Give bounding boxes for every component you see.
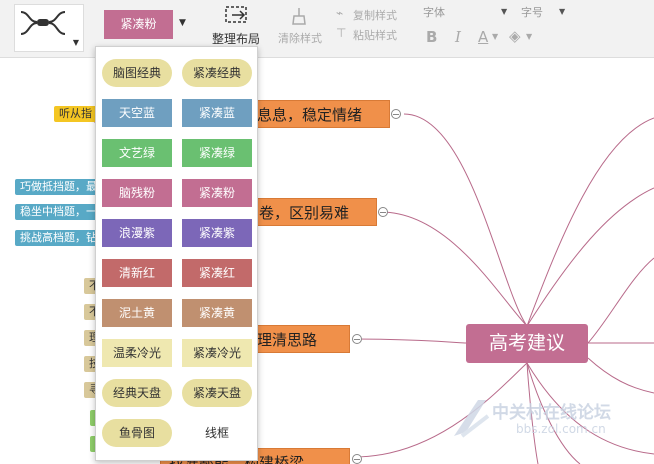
theme-option[interactable]: 泥土黄: [102, 299, 172, 327]
theme-option[interactable]: 紧凑紫: [182, 219, 252, 247]
leaf-tag[interactable]: 寻: [84, 382, 100, 398]
theme-option[interactable]: 浪漫紫: [102, 219, 172, 247]
theme-option[interactable]: 紧凑红: [182, 259, 252, 287]
paste-style-button[interactable]: 粘贴样式: [353, 29, 397, 42]
leaf-tag[interactable]: [90, 410, 98, 426]
watermark-title: 中关村在线论坛: [492, 403, 611, 423]
leaf-tag[interactable]: 巧做抵挡题，最: [15, 179, 97, 195]
theme-option[interactable]: 线框: [182, 419, 252, 447]
clear-style-button[interactable]: 清除样式: [278, 32, 322, 45]
theme-option[interactable]: 脑图经典: [102, 59, 172, 87]
theme-option[interactable]: 紧凑绿: [182, 139, 252, 167]
site-watermark: 中关村在线论坛 bbs.zol.com.cn: [448, 392, 648, 452]
chevron-down-icon[interactable]: ▼: [526, 32, 533, 41]
branch-node[interactable]: 理清思路: [250, 325, 350, 353]
background-color-icon[interactable]: ◈: [509, 27, 521, 45]
arrange-layout-button[interactable]: 整理布局: [212, 32, 261, 46]
theme-option[interactable]: 紧凑粉: [182, 179, 252, 207]
theme-option[interactable]: 清新红: [102, 259, 172, 287]
leaf-tag[interactable]: 技: [84, 356, 100, 372]
font-family-placeholder: 字体: [423, 6, 445, 19]
copy-style-button[interactable]: 复制样式: [353, 9, 397, 22]
collapse-toggle[interactable]: [378, 207, 388, 217]
leaf-tag[interactable]: 听从指: [54, 106, 98, 122]
font-size-placeholder: 字号: [521, 6, 543, 19]
copy-style-icon: ⌁: [336, 6, 344, 20]
leaf-tag[interactable]: 不: [84, 278, 100, 294]
leaf-tag[interactable]: 不: [84, 304, 100, 320]
font-family-select[interactable]: 字体 ▼: [423, 4, 513, 20]
theme-option[interactable]: 经典天盘: [102, 379, 172, 407]
font-color-button[interactable]: A: [478, 28, 489, 46]
watermark-url: bbs.zol.com.cn: [516, 422, 606, 436]
collapse-toggle[interactable]: [391, 109, 401, 119]
paste-style-icon: ⊤: [336, 26, 347, 40]
theme-option[interactable]: 紧凑黄: [182, 299, 252, 327]
theme-dropdown-menu: 脑图经典紧凑经典天空蓝紧凑蓝文艺绿紧凑绿脑残粉紧凑粉浪漫紫紧凑紫清新红紧凑红泥土…: [95, 46, 258, 461]
layout-structure-button[interactable]: ▼: [14, 4, 84, 52]
clear-style-icon: [292, 8, 306, 25]
chevron-down-icon: ▼: [72, 38, 79, 47]
theme-option[interactable]: 紧凑蓝: [182, 99, 252, 127]
theme-option[interactable]: 温柔冷光: [102, 339, 172, 367]
theme-option[interactable]: 紧凑冷光: [182, 339, 252, 367]
chevron-down-icon[interactable]: ▼: [492, 32, 499, 41]
theme-dropdown-chevron-icon[interactable]: ▼: [179, 18, 186, 28]
theme-option[interactable]: 天空蓝: [102, 99, 172, 127]
branch-node[interactable]: 息息，稳定情绪: [250, 100, 390, 128]
leaf-tag[interactable]: 挑战高档题，钻: [15, 230, 97, 246]
theme-option[interactable]: 紧凑天盘: [182, 379, 252, 407]
chevron-down-icon: ▼: [501, 7, 508, 16]
branch-node[interactable]: 卷，区别易难: [250, 198, 377, 226]
font-size-select[interactable]: 字号 ▼: [521, 4, 571, 20]
zol-logo-icon: [454, 400, 490, 438]
theme-select-button[interactable]: 紧凑粉: [104, 10, 173, 39]
theme-option[interactable]: 鱼骨图: [102, 419, 172, 447]
italic-button[interactable]: I: [455, 28, 461, 46]
leaf-tag[interactable]: [90, 436, 98, 452]
bold-button[interactable]: B: [426, 28, 438, 46]
chevron-down-icon: ▼: [559, 7, 566, 16]
collapse-toggle[interactable]: [352, 454, 362, 464]
theme-option[interactable]: 文艺绿: [102, 139, 172, 167]
theme-option[interactable]: 紧凑经典: [182, 59, 252, 87]
mindmap-canvas[interactable]: 息息，稳定情绪 卷，区别易难 理清思路 找准鄙能，构建桥梁 高考建议 听从指 巧…: [0, 58, 654, 464]
arrange-layout-icon[interactable]: [224, 4, 250, 26]
theme-option[interactable]: 脑残粉: [102, 179, 172, 207]
root-node[interactable]: 高考建议: [466, 324, 588, 363]
mindmap-structure-icon: [20, 11, 66, 35]
collapse-toggle[interactable]: [352, 334, 362, 344]
leaf-tag[interactable]: 稳坐中档题，一: [15, 204, 97, 220]
leaf-tag[interactable]: 理: [84, 330, 100, 346]
